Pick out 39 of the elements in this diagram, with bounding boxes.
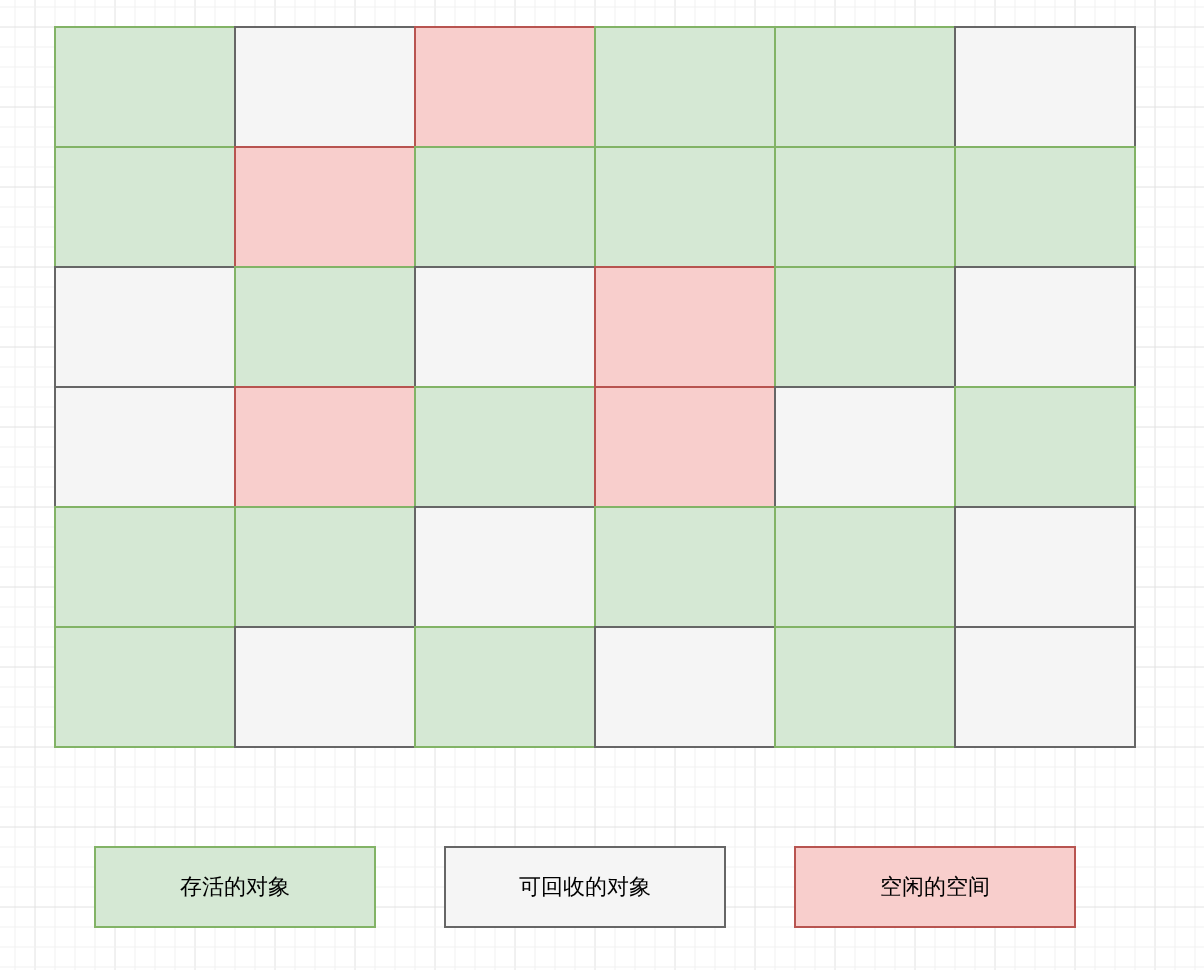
grid-cell [414, 146, 596, 268]
grid-cell [594, 26, 776, 148]
legend-label: 可回收的对象 [519, 873, 651, 901]
grid-cell [54, 626, 236, 748]
grid-cell [774, 626, 956, 748]
grid-cell [414, 266, 596, 388]
grid-cell [954, 266, 1136, 388]
grid-cell [954, 506, 1136, 628]
grid-cell [774, 146, 956, 268]
grid-cell [774, 506, 956, 628]
grid-cell [414, 26, 596, 148]
grid-cell [54, 506, 236, 628]
grid-cell [234, 146, 416, 268]
grid-cell [774, 266, 956, 388]
grid-cell [594, 626, 776, 748]
grid-cell [594, 386, 776, 508]
grid-cell [774, 386, 956, 508]
grid-cell [414, 626, 596, 748]
grid-cell [954, 626, 1136, 748]
grid-cell [234, 26, 416, 148]
grid-cell [54, 146, 236, 268]
grid-cell [414, 386, 596, 508]
grid-cell [594, 506, 776, 628]
legend-label: 空闲的空间 [880, 873, 990, 901]
grid-cell [54, 26, 236, 148]
grid-cell [954, 386, 1136, 508]
grid-cell [774, 26, 956, 148]
grid-cell [234, 266, 416, 388]
legend-label: 存活的对象 [180, 873, 290, 901]
grid-cell [234, 506, 416, 628]
grid-cell [234, 626, 416, 748]
grid-cell [414, 506, 596, 628]
grid-cell [954, 26, 1136, 148]
grid-cell [54, 266, 236, 388]
grid-cell [594, 146, 776, 268]
grid-cell [954, 146, 1136, 268]
grid-cell [54, 386, 236, 508]
grid-cell [594, 266, 776, 388]
grid-cell [234, 386, 416, 508]
